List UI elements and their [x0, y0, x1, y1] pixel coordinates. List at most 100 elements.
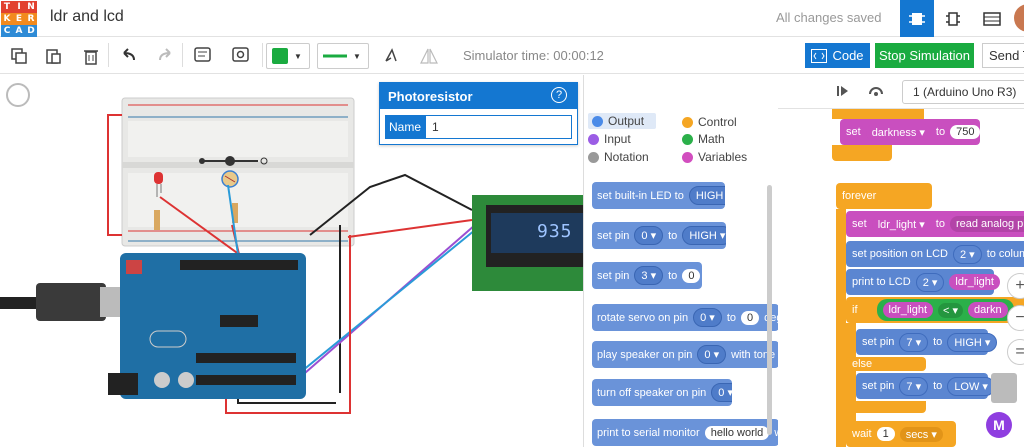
- block-if[interactable]: if ldr_light < ▾ darkn: [846, 297, 1024, 323]
- annotations-button[interactable]: [228, 43, 254, 69]
- stop-simulation-button[interactable]: Stop Simulation: [875, 43, 974, 68]
- block-set-pin-low[interactable]: set pin 7 ▾ to LOW ▾: [856, 373, 995, 399]
- lcd-display[interactable]: [472, 195, 583, 291]
- circuit-view-button[interactable]: [900, 0, 934, 37]
- code-workspace[interactable]: 1 (Arduino Uno R3) set darkness ▾ to 750…: [778, 75, 1024, 447]
- category-variables[interactable]: Variables: [682, 150, 747, 164]
- pin-dropdown[interactable]: 7 ▾: [899, 376, 929, 396]
- pin-dropdown[interactable]: 7 ▾: [899, 332, 929, 352]
- design-title[interactable]: ldr and lcd: [50, 8, 124, 25]
- zoom-reset-button[interactable]: =: [1007, 339, 1024, 365]
- color-dropdown[interactable]: ▼: [266, 43, 310, 69]
- palette-scrollbar[interactable]: [767, 185, 772, 435]
- block-set-ldr[interactable]: set ldr_light ▾ to read analog pin: [846, 211, 1024, 237]
- block-else[interactable]: else: [846, 357, 926, 371]
- wire[interactable]: [347, 219, 473, 238]
- value-input[interactable]: 0: [741, 310, 760, 325]
- logo-letter: N: [25, 1, 37, 13]
- lcd-dropdown[interactable]: 2 ▾: [953, 244, 982, 264]
- block-play-speaker[interactable]: play speaker on pin 0 ▾ with tone 60: [592, 341, 779, 368]
- zoom-out-button[interactable]: −: [1007, 305, 1024, 331]
- tinkercad-logo[interactable]: T I N K E R C A D: [0, 0, 38, 37]
- block-lcd-position[interactable]: set position on LCD 2 ▾ to column: [846, 241, 1024, 267]
- zoom-in-button[interactable]: +: [1007, 273, 1024, 299]
- photoresistor[interactable]: [221, 170, 239, 188]
- block-set-pin-analog[interactable]: set pin 3 ▾ to 0: [592, 262, 702, 289]
- user-avatar[interactable]: [1014, 4, 1024, 32]
- wire[interactable]: [309, 173, 473, 236]
- block-print-lcd[interactable]: print to LCD 2 ▾ ldr_light: [846, 269, 1000, 295]
- paste-button[interactable]: [40, 43, 66, 69]
- circuit-canvas[interactable]: 935: [0, 75, 583, 447]
- wire[interactable]: [225, 235, 351, 414]
- red-led[interactable]: [154, 172, 163, 197]
- name-input[interactable]: 1: [425, 115, 572, 139]
- option-dropdown[interactable]: LOW ▾: [947, 376, 995, 396]
- debug-button[interactable]: [868, 84, 884, 103]
- redo-button[interactable]: [152, 43, 178, 69]
- block-forever[interactable]: forever: [836, 183, 932, 209]
- resistor[interactable]: [232, 203, 238, 223]
- schematic-view-button[interactable]: [936, 0, 970, 37]
- flip-button[interactable]: [416, 43, 442, 69]
- var-block[interactable]: darkn: [968, 302, 1008, 318]
- delete-button[interactable]: [78, 43, 104, 69]
- wire[interactable]: [274, 229, 476, 394]
- pin-dropdown[interactable]: 0 ▾: [693, 308, 722, 327]
- var-dropdown[interactable]: darkness ▾: [865, 123, 931, 141]
- pin-dropdown[interactable]: 0 ▾: [697, 345, 727, 364]
- rotate-button[interactable]: [378, 43, 404, 69]
- wire-type-dropdown[interactable]: ▼: [317, 43, 369, 69]
- component-properties-panel: Photoresistor ? Name 1: [379, 82, 578, 145]
- pin-dropdown[interactable]: 0 ▾: [634, 226, 664, 245]
- block-set-darkness[interactable]: set darkness ▾ to 750: [840, 119, 981, 145]
- value-input[interactable]: 750: [950, 125, 981, 139]
- notes-button[interactable]: [190, 43, 216, 69]
- code-button[interactable]: Code: [805, 43, 870, 68]
- var-block[interactable]: ldr_light: [882, 302, 934, 318]
- step-button[interactable]: [836, 84, 850, 103]
- category-output[interactable]: Output: [588, 113, 657, 129]
- block-print-serial[interactable]: print to serial monitor hello world with: [592, 419, 779, 446]
- resistor[interactable]: [154, 210, 160, 230]
- function-block[interactable]: read analog pin: [949, 216, 1024, 232]
- light-slider-handle[interactable]: [225, 156, 235, 166]
- var-dropdown[interactable]: ldr_light ▾: [871, 215, 931, 233]
- var-block[interactable]: ldr_light: [949, 274, 1000, 290]
- block-set-pin-high[interactable]: set pin 7 ▾ to HIGH ▾: [856, 329, 998, 355]
- trash-can-icon[interactable]: [991, 373, 1017, 403]
- wire[interactable]: [107, 114, 122, 236]
- unit-dropdown[interactable]: secs ▾: [899, 426, 943, 442]
- option-dropdown[interactable]: HIGH ▾: [947, 332, 998, 352]
- operator-dropdown[interactable]: < ▾: [938, 302, 964, 318]
- option-dropdown[interactable]: HIGH ▾: [682, 226, 726, 245]
- pin-dropdown[interactable]: 3 ▾: [634, 266, 664, 285]
- component-list-button[interactable]: [975, 0, 1009, 37]
- lcd-dropdown[interactable]: 2 ▾: [915, 272, 945, 292]
- category-math[interactable]: Math: [682, 132, 725, 146]
- send-to-button[interactable]: Send T: [982, 43, 1024, 68]
- block-set-builtin-led[interactable]: set built-in LED to HIGH ▾: [592, 182, 725, 209]
- block-turn-off-speaker[interactable]: turn off speaker on pin 0 ▾: [592, 379, 732, 406]
- fit-view-icon[interactable]: [6, 83, 30, 107]
- block-rotate-servo[interactable]: rotate servo on pin 0 ▾ to 0 degre: [592, 304, 779, 331]
- color-swatch: [272, 48, 288, 64]
- category-notation[interactable]: Notation: [588, 150, 649, 164]
- copy-button[interactable]: [6, 43, 32, 69]
- arduino-uno-board[interactable]: [108, 253, 306, 399]
- value-input[interactable]: 1: [876, 427, 895, 441]
- category-input[interactable]: Input: [588, 132, 631, 146]
- condition-block[interactable]: ldr_light < ▾ darkn: [876, 299, 1014, 321]
- block-set-pin[interactable]: set pin 0 ▾ to HIGH ▾: [592, 222, 726, 249]
- value-input[interactable]: 0: [682, 268, 701, 283]
- option-dropdown[interactable]: HIGH ▾: [688, 186, 725, 205]
- extension-badge-icon[interactable]: M: [986, 412, 1012, 438]
- undo-button[interactable]: [116, 43, 142, 69]
- help-icon[interactable]: ?: [551, 87, 567, 103]
- value-input[interactable]: hello world: [704, 425, 770, 440]
- pin-dropdown[interactable]: 0 ▾: [711, 383, 732, 402]
- block-wait[interactable]: wait 1 secs ▾: [846, 421, 956, 447]
- board-select[interactable]: 1 (Arduino Uno R3): [902, 80, 1024, 104]
- category-control[interactable]: Control: [682, 115, 737, 129]
- lcd-text: 935: [537, 221, 573, 242]
